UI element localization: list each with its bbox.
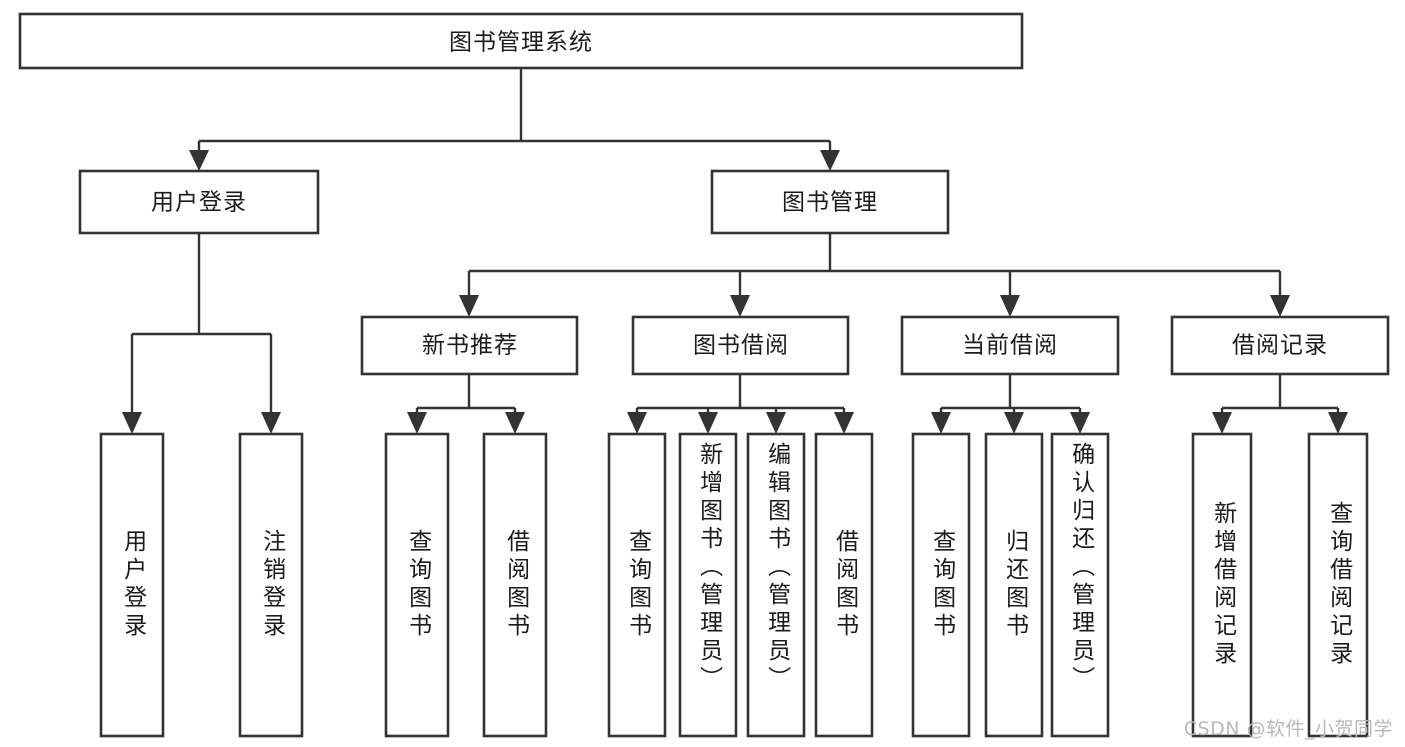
arrow-head-book-borrow (730, 295, 750, 317)
arrow-head-leaf-user-login (122, 412, 142, 434)
node-root-label: 图书管理系统 (449, 30, 593, 56)
arrow-head-leaf-logout (261, 412, 281, 434)
node-leaf-query-book-current[interactable] (911, 432, 971, 738)
node-leaf-confirm-return[interactable] (1050, 432, 1110, 738)
arrow-head-leaf-query-book-recommend (407, 412, 427, 434)
node-leaf-query-borrow-record[interactable] (1307, 432, 1369, 738)
node-leaf-user-login[interactable] (99, 432, 165, 738)
node-new-book-recommend[interactable] (360, 315, 579, 376)
node-leaf-edit-book[interactable] (746, 432, 806, 738)
arrow-head-leaf-confirm-return (1070, 412, 1090, 434)
arrow-head-leaf-edit-book (766, 412, 786, 434)
node-borrow-record-label: 借阅记录 (1232, 333, 1328, 359)
node-book-management-label: 图书管理 (782, 190, 878, 216)
node-current-borrow-label: 当前借阅 (962, 333, 1058, 359)
arrow-head-leaf-add-borrow-record (1212, 412, 1232, 434)
node-book-borrow-label: 图书借阅 (693, 333, 789, 359)
node-leaf-query-book-recommend[interactable] (384, 432, 450, 738)
arrow-head-leaf-return-book (1004, 412, 1024, 434)
arrow-head-leaf-query-borrow-record (1328, 412, 1348, 434)
arrow-head-leaf-query-book-current (931, 412, 951, 434)
node-user-login[interactable] (78, 169, 320, 235)
arrow-head-current-borrow (1000, 295, 1020, 317)
arrow-head-user-login (189, 150, 209, 171)
arrow-head-leaf-add-book (698, 412, 718, 434)
node-new-book-recommend-label: 新书推荐 (422, 333, 518, 359)
arrow-head-new-book-recommend (459, 295, 479, 317)
node-root[interactable] (18, 12, 1024, 70)
arrow-head-leaf-borrow-book-recommend (505, 412, 525, 434)
node-current-borrow[interactable] (900, 315, 1120, 376)
node-leaf-add-book[interactable] (678, 432, 738, 738)
node-leaf-return-book[interactable] (984, 432, 1044, 738)
node-user-login-label: 用户登录 (151, 190, 247, 216)
arrow-head-book-management (820, 150, 840, 171)
arrow-head-leaf-query-book-borrow (627, 412, 647, 434)
node-book-borrow[interactable] (631, 315, 850, 376)
node-leaf-borrow-book-recommend[interactable] (482, 432, 548, 738)
node-leaf-logout[interactable] (238, 432, 304, 738)
node-leaf-query-book-borrow[interactable] (607, 432, 667, 738)
arrow-head-borrow-record (1270, 295, 1290, 317)
node-book-management[interactable] (710, 169, 950, 235)
connector-layer (122, 68, 1348, 434)
node-layer: 图书管理系统 用户登录 图书管理 新书推荐 图书借阅 当前借阅 借阅记录 (18, 12, 1390, 738)
node-borrow-record[interactable] (1170, 315, 1390, 376)
node-leaf-borrow-book[interactable] (814, 432, 874, 738)
node-leaf-add-borrow-record[interactable] (1191, 432, 1253, 738)
arrow-head-leaf-borrow-book (834, 412, 854, 434)
